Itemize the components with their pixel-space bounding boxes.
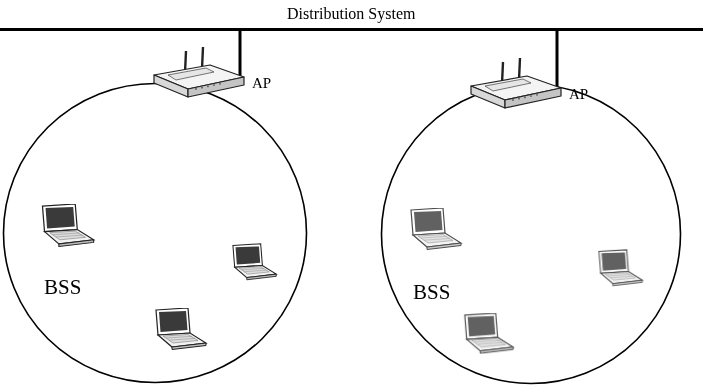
bss-label: BSS bbox=[413, 281, 450, 304]
bss-label: BSS bbox=[44, 276, 81, 299]
uplink-wire bbox=[239, 30, 242, 77]
laptops-left bbox=[42, 204, 276, 350]
bss-circle: BSS AP bbox=[380, 83, 682, 385]
bss-outline bbox=[2, 82, 308, 384]
ap-label: AP bbox=[252, 75, 271, 92]
bss-circle: BSSAP bbox=[2, 82, 308, 384]
bss-ellipse bbox=[4, 84, 307, 383]
laptop-icon bbox=[411, 208, 461, 250]
uplink-wire bbox=[556, 30, 559, 88]
ap-label: AP bbox=[569, 86, 588, 103]
laptop-icon bbox=[599, 250, 642, 286]
access-point: AP bbox=[465, 56, 593, 108]
bss-outline bbox=[380, 83, 682, 385]
router-icon bbox=[465, 56, 565, 108]
distribution-bus: Distribution System bbox=[0, 0, 703, 31]
laptops-right bbox=[411, 208, 642, 353]
router-icon bbox=[148, 45, 248, 97]
access-point: AP bbox=[148, 45, 276, 97]
laptop-icon bbox=[42, 204, 93, 246]
bss-ellipse bbox=[382, 85, 681, 384]
laptop-icon bbox=[233, 244, 276, 280]
laptop-icon bbox=[465, 313, 513, 353]
laptop-icon bbox=[156, 308, 206, 350]
bus-label: Distribution System bbox=[287, 5, 415, 23]
